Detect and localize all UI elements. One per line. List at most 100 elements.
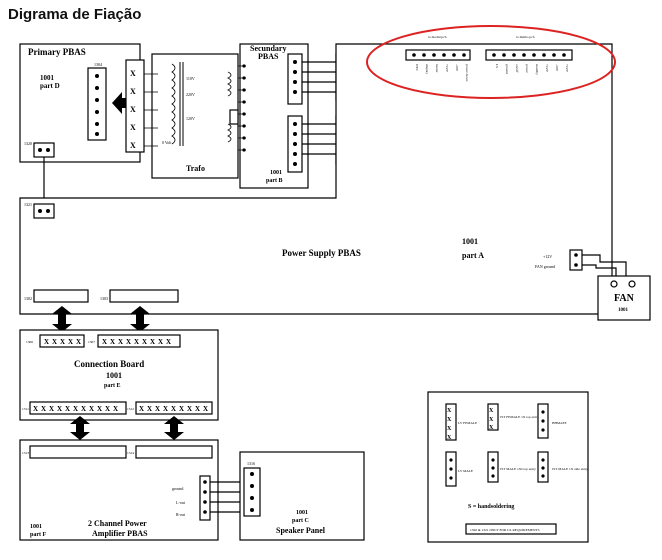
svg-text:X: X	[65, 405, 70, 413]
secondary-pbas-part: part B	[266, 178, 283, 184]
secondary-connector-top	[287, 53, 303, 105]
modul-pin-display: display	[425, 64, 429, 74]
legend-jst-male-top: JST MALE 1XI top entry	[500, 467, 536, 471]
fan-pin-12v: +12V	[543, 254, 552, 259]
svg-text:X: X	[52, 338, 57, 346]
power-supply-part: part A	[462, 251, 484, 260]
svg-text:X: X	[166, 338, 171, 346]
svg-text:X: X	[49, 405, 54, 413]
transformer-pin-0v: 0 Volt	[162, 140, 172, 145]
primary-pbas-part: part D	[40, 82, 60, 90]
svg-text:X: X	[130, 87, 136, 96]
connection-label-1307: 1307	[88, 340, 95, 344]
fan-unit[interactable]: FAN 1001	[582, 254, 651, 321]
legend-lv-female: LV FEMALE	[458, 421, 477, 425]
modul-pin-heater: heater	[435, 64, 439, 73]
psu-connector-right	[109, 289, 179, 303]
amp-connector-1314	[135, 445, 213, 459]
amp-to-speaker-wires	[210, 481, 244, 513]
psu-to-connection-arrows	[52, 306, 150, 332]
amp-out-l: L-out	[176, 500, 186, 505]
svg-text:X: X	[73, 405, 78, 413]
psu-connector-left	[33, 289, 89, 303]
legend-note: 1320 & 1321 ONLY FOR UL REQUIREMENTS	[470, 528, 540, 532]
svg-text:X: X	[81, 405, 86, 413]
svg-text:X: X	[489, 417, 494, 423]
amp-model: 1001	[30, 524, 42, 530]
amp-out-ground: ground	[172, 486, 183, 491]
mmbo-pin-ground: ground	[505, 64, 509, 74]
legend-jst-male-side: JST MALE 1X side entry	[552, 467, 588, 471]
page-title: Digrama de Fiação	[8, 6, 142, 23]
amp-out-r: R-out	[176, 512, 186, 517]
amp-label-1314: 1314	[127, 451, 134, 455]
svg-text:X: X	[447, 426, 452, 432]
transformer-label: Trafo	[186, 164, 205, 173]
fan-code: 1001	[618, 308, 629, 313]
transformer[interactable]: Trafo 110V 220V 120V 0 Volt	[144, 53, 239, 179]
connection-to-amp-arrows	[70, 416, 184, 440]
svg-text:X: X	[447, 435, 452, 441]
mmbo-pcb-title: to mmbo pcb	[516, 35, 535, 39]
svg-text:X: X	[203, 405, 208, 413]
legend-lv-female-icon	[445, 403, 457, 441]
connection-board-part: part E	[104, 383, 121, 389]
amp-title-line1: 2 Channel Power	[88, 519, 147, 528]
svg-text:X: X	[89, 405, 94, 413]
mmbo-pin-ls: LS	[495, 64, 499, 68]
connection-label-1312: 1312	[127, 407, 134, 411]
mmbo-pin-power: power	[525, 64, 529, 74]
amplifier-pbas-board[interactable]: 1313 1314 2 Channel Power Amplifier PBAS…	[19, 439, 219, 541]
connection-connector-1311	[29, 401, 127, 415]
speaker-connector-label: 1316	[247, 461, 255, 466]
connection-label-1311: 1311	[22, 407, 29, 411]
svg-text:X: X	[158, 338, 163, 346]
connection-board[interactable]: Connection Board 1001 part E 1306 1307 1…	[19, 329, 219, 421]
svg-text:X: X	[147, 405, 152, 413]
modul-pin-30v: -30V	[455, 64, 459, 72]
psu-connector-left-label: 1302	[24, 296, 32, 301]
mmbo-pin-12v-b: +12V	[565, 64, 569, 72]
power-supply-model: 1001	[462, 237, 478, 246]
svg-text:X: X	[57, 405, 62, 413]
svg-text:X: X	[489, 408, 494, 414]
mmbo-pcb-pins	[492, 53, 566, 57]
fuse-connector-top	[33, 142, 55, 158]
svg-text:1320: 1320	[24, 141, 32, 146]
legend-handsoldering: S = handsoldering	[468, 504, 514, 510]
secondary-pbas-board[interactable]: Secundary PBAS 1001 part B	[227, 43, 309, 189]
svg-text:X: X	[97, 405, 102, 413]
secondary-pbas-title2: PBAS	[258, 52, 279, 61]
transformer-input-connector: X X X X X	[125, 59, 145, 153]
main-connectors-group[interactable]: to modul pcb to mmbo pcb NTC display hea…	[366, 25, 616, 99]
fan-label: FAN	[614, 293, 635, 304]
transformer-pin-120v: 120V	[186, 116, 195, 121]
speaker-part: part C	[292, 518, 309, 524]
speaker-panel[interactable]: 1316 1001 part C Speaker Panel	[239, 451, 365, 541]
legend-note-box	[465, 523, 557, 535]
svg-text:X: X	[447, 408, 452, 414]
power-supply-pbas-board[interactable]: Power Supply PBAS 1001 part A 1321 +12V …	[19, 43, 613, 315]
primary-connector-pins	[95, 74, 99, 136]
svg-text:X: X	[60, 338, 65, 346]
amp-title-line2: Amplifier PBAS	[92, 529, 148, 538]
legend-hhmate: HHMATE	[552, 421, 567, 425]
modul-pin-power-down: power down	[465, 64, 469, 82]
amp-part: part F	[30, 532, 46, 538]
secondary-pin-dots	[242, 64, 246, 152]
svg-text:1321: 1321	[24, 202, 32, 207]
primary-pbas-model: 1001	[40, 74, 55, 82]
legend-lv-male: LV MALE	[458, 469, 473, 473]
highlight-ellipse	[366, 25, 616, 99]
svg-text:X: X	[126, 338, 131, 346]
svg-text:X: X	[447, 417, 452, 423]
modul-pcb-pins	[412, 53, 466, 57]
svg-text:X: X	[113, 405, 118, 413]
transformer-pin-110v: 110V	[186, 76, 195, 81]
svg-text:X: X	[68, 338, 73, 346]
mmbo-pin-onoff: on/off	[515, 64, 519, 73]
svg-text:X: X	[187, 405, 192, 413]
connection-connector-1307	[97, 334, 181, 348]
